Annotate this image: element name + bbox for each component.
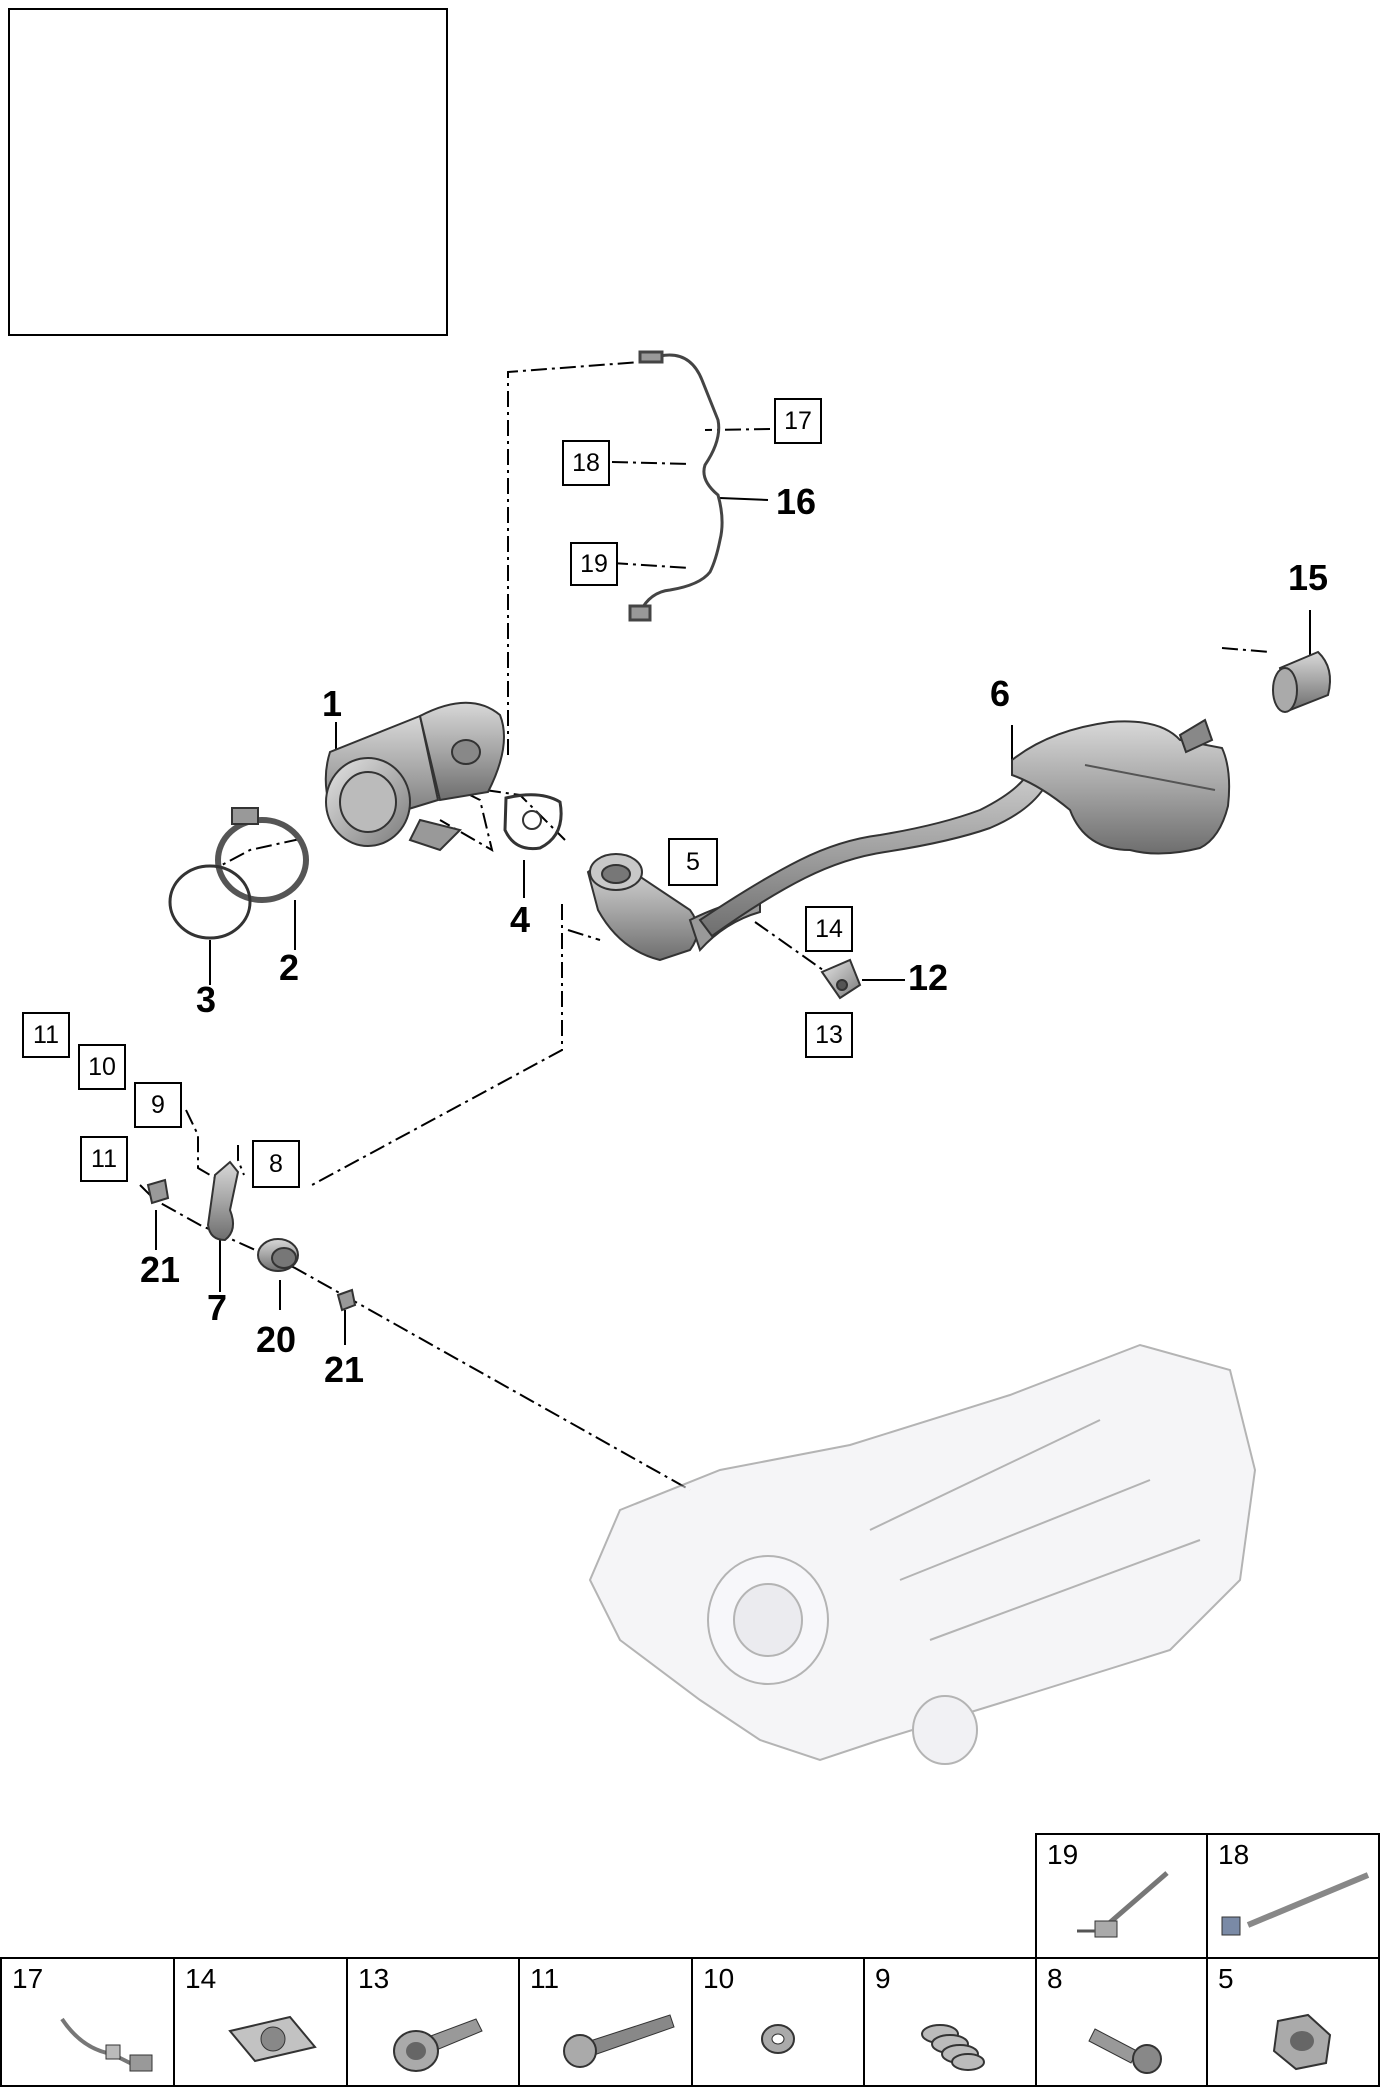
ref-box-10: 10: [78, 1044, 126, 1090]
ref-box-5: 5: [668, 838, 718, 886]
legend-cell-14: 14: [173, 1957, 348, 2087]
callout-15: 15: [1288, 557, 1329, 598]
legend-cell-13: 13: [346, 1957, 520, 2087]
callout-1: 1: [322, 683, 343, 724]
legend-cell-18: 18: [1206, 1833, 1380, 1959]
clip-nut-icon: [228, 2015, 317, 2063]
legend-number: 13: [358, 1963, 390, 1994]
legend-number: 8: [1047, 1963, 1063, 1994]
legend-number: 19: [1047, 1839, 1079, 1870]
vehicle-thumbnail-frame: [8, 8, 448, 336]
washer-icon: [761, 2024, 795, 2054]
ref-box-17: 17: [774, 398, 822, 444]
ref-box-14: 14: [805, 906, 853, 952]
legend-number: 17: [12, 1963, 44, 1994]
flange-bolt-icon: [393, 2018, 483, 2072]
cable-tie-icon: [1221, 1872, 1370, 1936]
callout-6: 6: [990, 673, 1011, 714]
callout-12: 12: [908, 957, 949, 998]
ref-box-8: 8: [252, 1140, 300, 1188]
rubber-bushing: [257, 1238, 299, 1272]
callout-16: 16: [776, 481, 817, 522]
legend-number: 11: [530, 1963, 560, 1994]
transmission-ghost: [588, 1343, 1257, 1765]
retaining-strap: [206, 1160, 240, 1242]
catalytic-converter: [324, 701, 505, 852]
legend-cell-17: 17: [0, 1957, 175, 2087]
spring-icon: [921, 2024, 985, 2071]
short-bolt-icon: [1088, 2028, 1162, 2074]
legend-cell-5: 5: [1206, 1957, 1380, 2087]
callout-4: 4: [510, 899, 531, 940]
hex-nut-icon: [1272, 2013, 1332, 2071]
long-bolt-icon: [563, 2014, 675, 2068]
callout-21: 21: [140, 1249, 181, 1290]
legend-cell-19: 19: [1035, 1833, 1208, 1959]
legend-number: 18: [1218, 1839, 1250, 1870]
legend-number: 10: [703, 1963, 735, 1994]
legend-cell-9: 9: [863, 1957, 1038, 2087]
ref-box-13: 13: [805, 1012, 853, 1058]
nut-21a: [146, 1178, 170, 1205]
clamp-part: [215, 807, 309, 903]
cable-tie-clip-icon: [1077, 1871, 1169, 1938]
rear-silencer-assembly: [698, 718, 1231, 938]
sensor-connector-icon: [60, 2017, 153, 2072]
ref-box-9: 9: [134, 1082, 182, 1128]
tailpipe-tip: [1272, 650, 1331, 713]
ref-box-19: 19: [570, 542, 618, 586]
callout-20: 20: [256, 1319, 297, 1360]
legend-cell-10: 10: [691, 1957, 865, 2087]
seal-ring: [168, 864, 252, 940]
legend-number: 5: [1218, 1963, 1234, 1994]
bracket: [820, 958, 862, 1000]
ref-box-11-lower: 11: [80, 1136, 128, 1182]
legend-number: 14: [185, 1963, 217, 1994]
oxygen-sensor-cable: [628, 350, 724, 622]
legend-number: 9: [875, 1963, 891, 1994]
callout-7: 7: [207, 1287, 228, 1328]
callout-3: 3: [196, 979, 217, 1020]
callout-21-lower: 21: [324, 1349, 365, 1390]
callout-2: 2: [279, 947, 300, 988]
ref-box-11: 11: [22, 1012, 70, 1058]
gasket: [503, 793, 563, 851]
legend-cell-8: 8: [1035, 1957, 1208, 2087]
nut-21b: [336, 1288, 357, 1312]
legend-cell-11: 11: [518, 1957, 693, 2087]
ref-box-18: 18: [562, 440, 610, 486]
